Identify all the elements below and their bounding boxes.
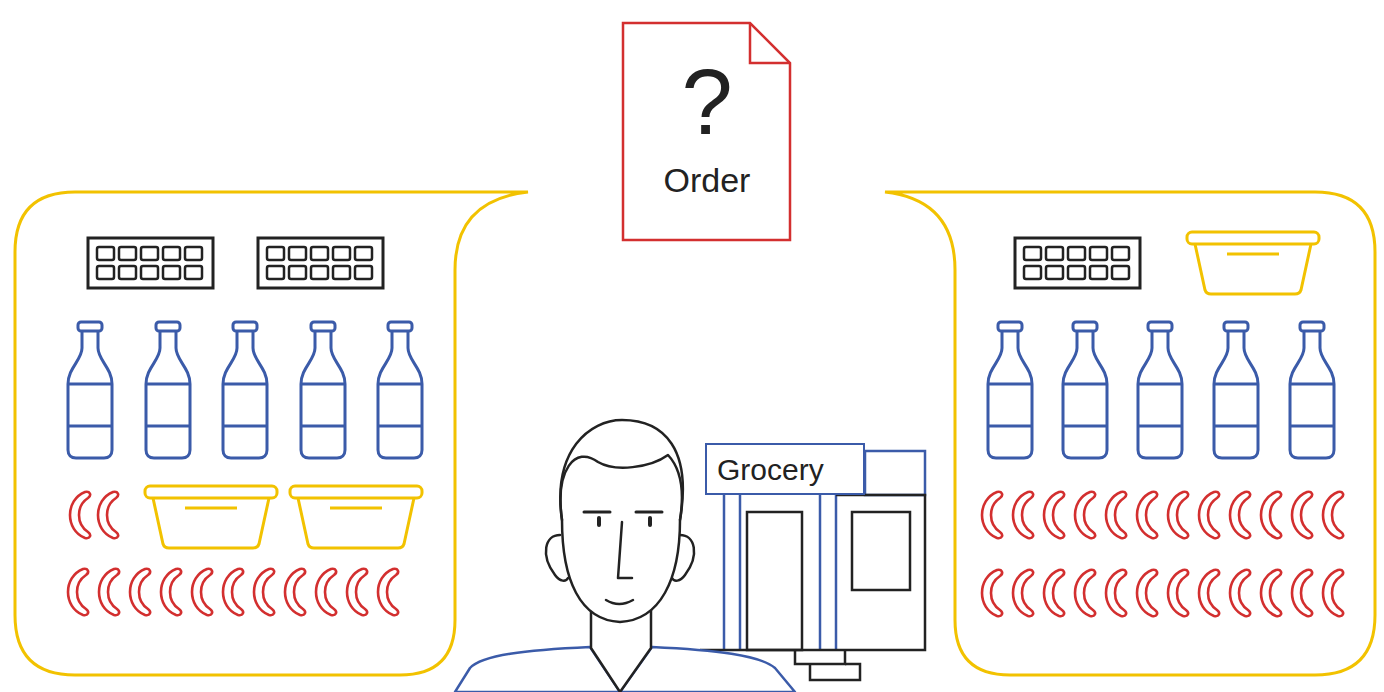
store-step	[810, 664, 860, 680]
milk-bottle	[146, 322, 190, 458]
store-sign: Grocery	[705, 443, 865, 495]
sausage	[98, 492, 118, 538]
milk-bottle	[68, 322, 112, 458]
eyebrow	[584, 511, 610, 514]
node-heading: ?	[622, 52, 792, 153]
milk-bottle	[1138, 322, 1182, 458]
sausage	[1137, 492, 1157, 538]
sausage	[192, 569, 212, 615]
sausage	[1230, 570, 1250, 616]
sausage	[316, 569, 336, 615]
sausage	[1075, 570, 1095, 616]
sausage	[1199, 492, 1219, 538]
sausage	[1292, 570, 1312, 616]
sausage	[1168, 492, 1188, 538]
sausage	[982, 570, 1002, 616]
sausage-row	[982, 570, 1343, 616]
tub	[145, 486, 277, 548]
sausage	[99, 569, 119, 615]
milk-bottle	[1214, 322, 1258, 458]
milk-bottle	[1063, 322, 1107, 458]
milk-bottle	[223, 322, 267, 458]
sausage	[1106, 570, 1126, 616]
tub	[290, 486, 422, 548]
store-building	[700, 451, 925, 680]
store-pillar	[723, 495, 726, 650]
sausage	[1261, 492, 1281, 538]
sausage	[1044, 492, 1064, 538]
sausage	[1137, 570, 1157, 616]
tub	[1187, 232, 1319, 294]
sausage	[130, 569, 150, 615]
store-pillar	[819, 495, 822, 650]
milk-bottle	[301, 322, 345, 458]
eyebrow	[636, 511, 662, 514]
speech-bubble	[15, 192, 528, 675]
sausage	[378, 569, 398, 615]
store-sign-side	[865, 451, 925, 495]
sausage	[982, 492, 1002, 538]
store-pillar	[835, 495, 838, 650]
store-pillar	[739, 495, 742, 650]
sausage	[68, 569, 88, 615]
store-wall	[700, 495, 925, 650]
store-window	[852, 512, 910, 590]
sausage	[1261, 570, 1281, 616]
sausage	[1323, 492, 1343, 538]
sausage	[347, 569, 367, 615]
sausage	[1323, 570, 1343, 616]
milk-bottle	[1290, 322, 1334, 458]
sausage	[1230, 492, 1250, 538]
egg-carton	[1015, 238, 1140, 288]
sausage	[70, 492, 90, 538]
sausage	[254, 569, 274, 615]
eye	[597, 518, 601, 525]
sausage	[223, 569, 243, 615]
milk-bottle	[988, 322, 1032, 458]
egg-carton	[258, 238, 383, 288]
sausage	[1075, 492, 1095, 538]
sausage-row	[982, 492, 1343, 538]
order-document: ? Order	[622, 22, 792, 242]
sausage	[1013, 492, 1033, 538]
sausage	[1199, 570, 1219, 616]
face	[560, 420, 682, 622]
sausage	[1292, 492, 1312, 538]
document-fold	[750, 23, 790, 63]
sausage	[1044, 570, 1064, 616]
sausage	[1013, 570, 1033, 616]
egg-carton	[88, 238, 213, 288]
node-label: Order	[622, 162, 792, 199]
sausage	[161, 569, 181, 615]
store-door	[747, 512, 802, 650]
sausage	[1168, 570, 1188, 616]
hairline	[561, 455, 682, 520]
eye	[648, 518, 652, 525]
sausage	[1106, 492, 1126, 538]
store-step	[795, 650, 845, 664]
sausage	[285, 569, 305, 615]
milk-bottle	[378, 322, 422, 458]
mouth	[606, 600, 633, 604]
node-heading: Grocery	[707, 453, 863, 486]
nose	[618, 522, 632, 578]
speech-bubble	[885, 192, 1375, 675]
